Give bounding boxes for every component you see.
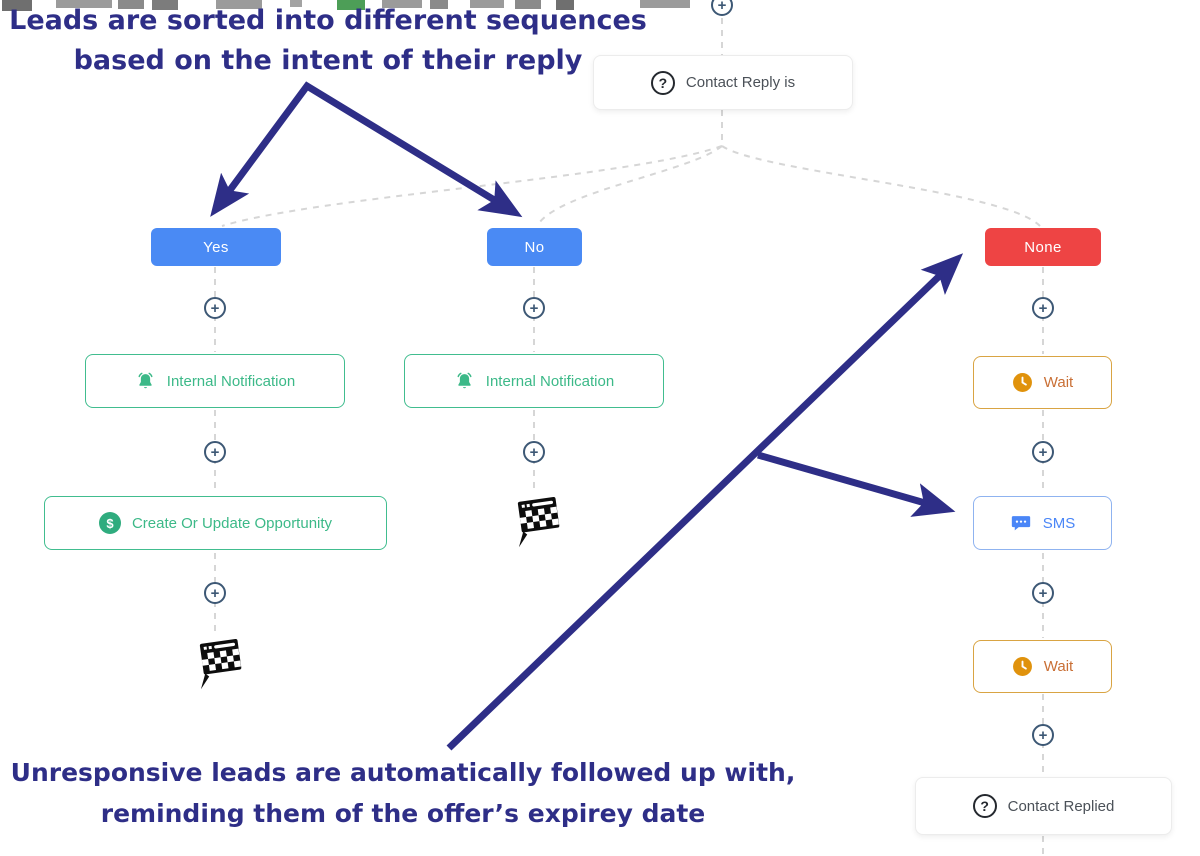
cropped-ui-fragment (470, 0, 504, 8)
branch-chip-no[interactable]: No (487, 228, 582, 266)
dollar-circle-icon: $ (98, 512, 121, 534)
annotation-arrow-top-split (210, 81, 523, 218)
cropped-ui-fragment (118, 0, 144, 9)
add-step-button[interactable]: + (1032, 582, 1054, 604)
cropped-ui-fragment (152, 0, 178, 10)
branch-chip-none[interactable]: None (985, 228, 1101, 266)
cropped-ui-fragment (290, 0, 302, 7)
branch-none-label: None (1024, 238, 1062, 256)
action-node-wait[interactable]: Wait (973, 640, 1112, 693)
sms-chat-icon (1010, 512, 1032, 534)
bell-icon (135, 371, 156, 392)
end-flag-icon (186, 634, 244, 695)
action-node-create-or-update-opportunity[interactable]: $ Create Or Update Opportunity (44, 496, 387, 550)
cropped-ui-fragment (56, 0, 112, 8)
add-step-button[interactable]: + (204, 441, 226, 463)
annotation-bottom-line2: reminding them of the offer’s expirey da… (100, 799, 706, 828)
annotation-top-caption: Leads are sorted into different sequence… (0, 1, 656, 81)
action-node-internal-notification[interactable]: Internal Notification (85, 354, 345, 408)
add-step-button[interactable]: + (1032, 724, 1054, 746)
action-node-internal-notification[interactable]: Internal Notification (404, 354, 664, 408)
annotation-top-line2: based on the intent of their reply (73, 45, 583, 76)
cropped-ui-fragment (515, 0, 541, 9)
cropped-ui-fragment (2, 0, 32, 11)
action-label: Internal Notification (485, 372, 615, 390)
annotation-arrow-to-sms (757, 451, 956, 517)
action-label: Internal Notification (166, 372, 296, 390)
action-label: SMS (1042, 514, 1076, 532)
cropped-ui-fragment (337, 0, 365, 10)
add-step-button[interactable]: + (1032, 297, 1054, 319)
branch-no-label: No (524, 238, 545, 256)
action-node-wait[interactable]: Wait (973, 356, 1112, 409)
action-label: Wait (1043, 374, 1074, 391)
annotation-bottom-caption: Unresponsive leads are automatically fol… (0, 752, 806, 834)
clock-icon (1012, 656, 1033, 677)
question-circle-icon: ? (650, 70, 675, 95)
action-label: Wait (1043, 658, 1074, 675)
trigger-node-contact-reply-is[interactable]: ? Contact Reply is (593, 55, 853, 110)
action-label: Create Or Update Opportunity (131, 514, 333, 532)
question-circle-icon: ? (972, 794, 997, 818)
bell-icon (454, 371, 475, 392)
add-step-button[interactable]: + (204, 582, 226, 604)
add-step-button[interactable]: + (1032, 441, 1054, 463)
branch-chip-yes[interactable]: Yes (151, 228, 281, 266)
cropped-ui-fragment (640, 0, 690, 8)
cropped-ui-fragment (430, 0, 448, 9)
annotation-bottom-line1: Unresponsive leads are automatically fol… (10, 758, 796, 787)
add-step-button[interactable]: + (204, 297, 226, 319)
cropped-ui-fragment (216, 0, 262, 9)
add-step-button[interactable]: + (711, 0, 733, 16)
clock-icon (1012, 372, 1033, 393)
trigger-label: Contact Reply is (685, 74, 796, 91)
trigger-node-contact-replied[interactable]: ? Contact Replied (915, 777, 1172, 835)
add-step-button[interactable]: + (523, 441, 545, 463)
cropped-ui-fragment (556, 0, 574, 10)
cropped-ui-fragment (382, 0, 422, 8)
branch-yes-label: Yes (203, 238, 229, 256)
end-flag-icon (504, 492, 562, 553)
trigger-label: Contact Replied (1007, 797, 1115, 815)
add-step-button[interactable]: + (523, 297, 545, 319)
action-node-sms[interactable]: SMS (973, 496, 1112, 550)
